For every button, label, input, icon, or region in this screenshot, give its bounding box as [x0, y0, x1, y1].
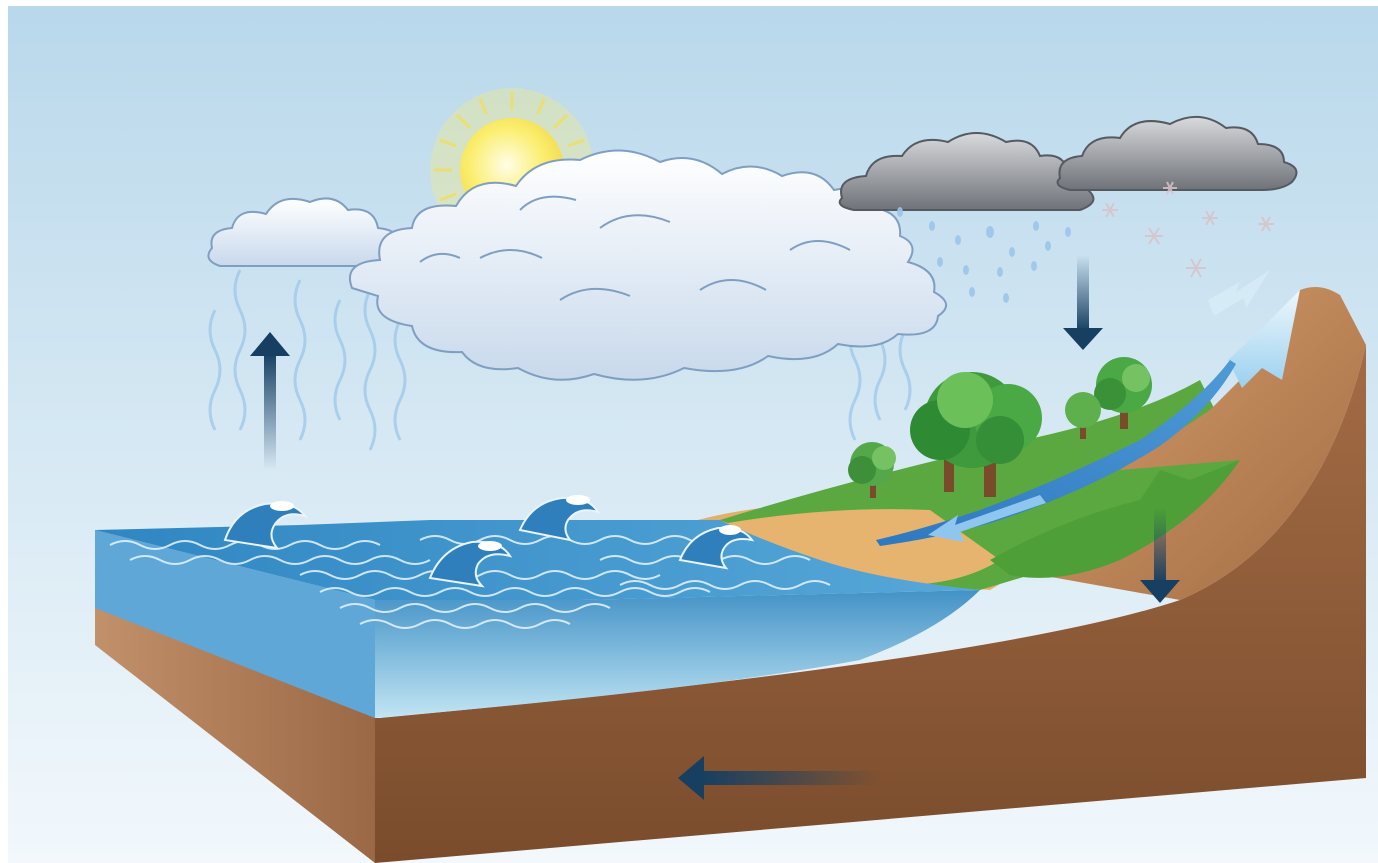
mountain-snow: [1228, 290, 1300, 388]
snowflakes: [1102, 181, 1274, 278]
infiltration-arrow: [1140, 508, 1180, 603]
storm-clouds: [838, 116, 1298, 211]
tree-large: [910, 372, 1042, 497]
tree-small-left: [848, 442, 896, 498]
ocean-surface: [95, 520, 980, 600]
tree-hill-1: [1094, 357, 1152, 429]
groundwater-flow-arrow: [678, 756, 880, 800]
trees: [848, 357, 1152, 498]
mountain-slope-grass: [990, 460, 1240, 578]
earth-front: [375, 345, 1366, 863]
ocean-side: [95, 530, 375, 718]
evaporation-arrow: [250, 332, 290, 470]
ocean-front: [375, 590, 980, 718]
white-cloud-large: [349, 149, 947, 381]
precipitation-arrow: [1063, 255, 1103, 350]
snowmelt-arrow: [1208, 270, 1270, 316]
raindrops: [897, 207, 1071, 303]
tree-hill-2: [1065, 392, 1101, 439]
ocean-waves: [109, 495, 831, 629]
surface-runoff-arrow: [928, 495, 1046, 542]
